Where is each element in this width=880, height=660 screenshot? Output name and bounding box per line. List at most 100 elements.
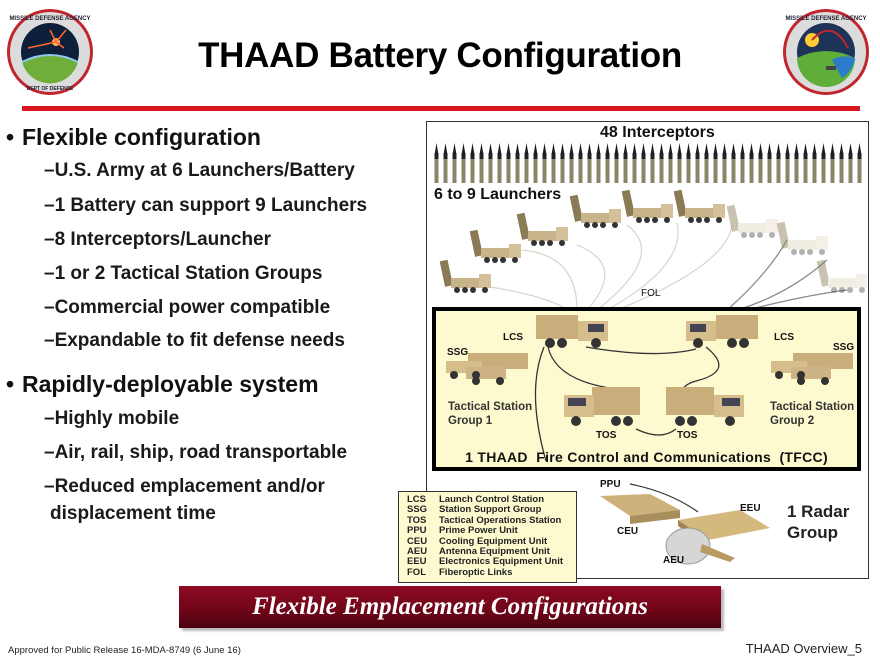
- launcher-truck-icon: [439, 259, 491, 293]
- slide-id: THAAD Overview_5: [745, 641, 862, 656]
- ppu-icon: [600, 494, 680, 524]
- interceptor-missile-icon: [461, 143, 466, 183]
- banner-text: Flexible Emplacement Configurations: [252, 593, 648, 620]
- legend-desc: Fiberoptic Links: [439, 566, 513, 578]
- interceptor-missile-icon: [443, 143, 448, 183]
- legend-desc: Prime Power Unit: [439, 525, 518, 537]
- sub-bullet: –Air, rail, ship, road transportable: [44, 442, 348, 463]
- interceptor-missile-icon: [758, 143, 763, 183]
- aeu-label: AEU: [663, 555, 685, 566]
- interceptor-missile-icon: [848, 143, 853, 183]
- sub-bullet: –8 Interceptors/Launcher: [44, 229, 272, 250]
- tos-truck-icon: [564, 387, 640, 426]
- bullet-dot: •: [6, 124, 15, 150]
- ssg-vehicles-icon: [771, 353, 853, 385]
- interceptor-missile-icon: [785, 143, 790, 183]
- sub-bullet: displacement time: [50, 503, 216, 524]
- interceptor-missile-icon: [569, 143, 574, 183]
- interceptor-missile-icon: [479, 143, 484, 183]
- interceptor-missile-icon: [596, 143, 601, 183]
- legend-desc: Tactical Operations Station: [439, 514, 562, 526]
- mda-logo-left: MISSILE DEFENSE AGENCY DEPT OF DEFENSE: [6, 8, 94, 96]
- legend-abbr: EEU: [407, 556, 427, 568]
- interceptor-missile-icon: [668, 143, 673, 183]
- page-title: THAAD Battery Configuration: [198, 36, 682, 75]
- interceptor-missile-icon: [812, 143, 817, 183]
- interceptor-missile-icon: [587, 143, 592, 183]
- sub-bullet: –1 or 2 Tactical Station Groups: [44, 263, 323, 284]
- interceptor-missile-icon: [578, 143, 583, 183]
- launcher-truck-icon: [673, 189, 725, 223]
- launchers-label: 6 to 9 Launchers: [434, 186, 562, 203]
- interceptor-missile-icon: [506, 143, 511, 183]
- tsg1-line2: Group 1: [448, 415, 493, 427]
- interceptors-label: 48 Interceptors: [600, 124, 715, 141]
- ssg-right-label: SSG: [833, 342, 855, 353]
- interceptor-missile-icon: [542, 143, 547, 183]
- launcher-truck-faded-icon: [816, 259, 867, 293]
- tsg2-line2: Group 2: [770, 415, 815, 427]
- interceptor-missile-icon: [641, 143, 646, 183]
- legend-abbr: FOL: [407, 566, 426, 578]
- interceptor-missile-icon: [650, 143, 655, 183]
- bullet-heading-text: Flexible configuration: [22, 124, 261, 150]
- lcs-truck-icon: [686, 315, 758, 348]
- interceptor-missile-icon: [794, 143, 799, 183]
- bullet-dot: •: [6, 371, 15, 397]
- tsg2-line1: Tactical Station: [770, 401, 855, 413]
- legend-desc: Electronics Equipment Unit: [439, 556, 564, 568]
- mda-logo-right: MISSILE DEFENSE AGENCY: [782, 8, 870, 96]
- interceptor-missile-icon: [740, 143, 745, 183]
- tos-right-label: TOS: [677, 430, 698, 441]
- interceptor-missile-icon: [731, 143, 736, 183]
- ppu-label: PPU: [600, 479, 621, 490]
- interceptor-missile-icon: [605, 143, 610, 183]
- legend-desc: Cooling Equipment Unit: [439, 535, 548, 547]
- interceptor-missile-icon: [713, 143, 718, 183]
- interceptor-missile-icon: [857, 143, 862, 183]
- bullet-heading-rapid: • Rapidly-deployable system: [6, 371, 319, 398]
- legend-abbr: LCS: [407, 494, 426, 505]
- bullet-heading-text: Rapidly-deployable system: [22, 371, 319, 397]
- tsg2-label: Tactical Station Group 2: [770, 400, 854, 428]
- sub-bullet: –Reduced emplacement and/or: [44, 476, 325, 497]
- legend-row: FOL Fiberoptic Links: [407, 566, 576, 578]
- radar-group: [600, 483, 770, 565]
- interceptor-missile-icon: [524, 143, 529, 183]
- interceptor-missile-icon: [659, 143, 664, 183]
- interceptor-missile-icon: [686, 143, 691, 183]
- bullet-heading-flexible: • Flexible configuration: [6, 124, 261, 151]
- svg-text:DEPT OF DEFENSE: DEPT OF DEFENSE: [27, 86, 74, 92]
- interceptor-missile-icon: [704, 143, 709, 183]
- radar-group-title: 1 Radar Group: [787, 501, 849, 543]
- interceptor-missile-icon: [452, 143, 457, 183]
- sub-bullet: –Highly mobile: [44, 408, 180, 429]
- interceptor-missile-icon: [749, 143, 754, 183]
- legend-abbr: PPU: [407, 525, 427, 537]
- legend-desc: Station Support Group: [439, 504, 542, 516]
- interceptor-missile-icon: [803, 143, 808, 183]
- launchers-group: [439, 189, 867, 310]
- interceptors-row: [434, 143, 862, 183]
- interceptor-missile-icon: [560, 143, 565, 183]
- interceptor-missile-icon: [551, 143, 556, 183]
- interceptor-missile-icon: [722, 143, 727, 183]
- launcher-truck-icon: [569, 194, 621, 228]
- svg-text:MISSILE DEFENSE AGENCY: MISSILE DEFENSE AGENCY: [9, 16, 90, 22]
- legend-row: LCS Launch Control Station: [407, 494, 576, 505]
- legend-desc: Launch Control Station: [439, 494, 545, 505]
- sub-bullet: –U.S. Army at 6 Launchers/Battery: [44, 160, 355, 181]
- interceptor-missile-icon: [830, 143, 835, 183]
- launcher-truck-faded-icon: [726, 204, 778, 238]
- interceptor-missile-icon: [470, 143, 475, 183]
- aeu-icon: [665, 527, 735, 565]
- interceptor-missile-icon: [623, 143, 628, 183]
- emplacement-banner: Flexible Emplacement Configurations: [179, 586, 721, 628]
- tos-left-label: TOS: [596, 430, 617, 441]
- tfcc-box: [432, 307, 861, 471]
- interceptor-missile-icon: [632, 143, 637, 183]
